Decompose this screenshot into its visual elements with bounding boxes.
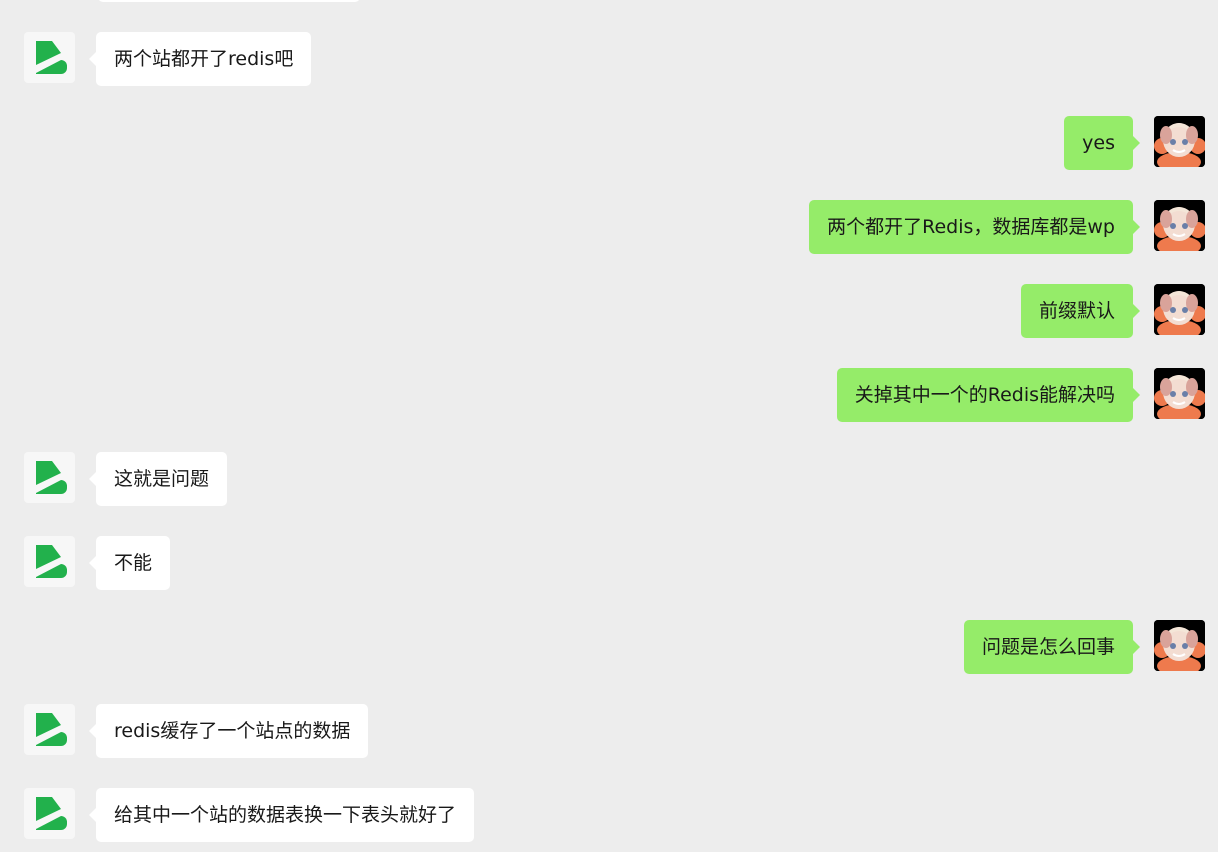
message-row-sent: 前缀默认 bbox=[0, 284, 1218, 338]
user-avatar[interactable] bbox=[1154, 116, 1205, 167]
message-row-sent: 问题是怎么回事 bbox=[0, 620, 1218, 674]
message-bubble[interactable]: 两个站都开了redis吧 bbox=[88, 32, 312, 86]
contact-avatar[interactable] bbox=[24, 452, 75, 503]
message-row-received: 不能 bbox=[0, 536, 1218, 590]
contact-avatar[interactable] bbox=[24, 536, 75, 587]
anime-avatar-icon bbox=[1154, 116, 1205, 167]
message-bubble[interactable]: 给其中一个站的数据表换一下表头就好了 bbox=[88, 788, 475, 842]
message-row-sent: yes bbox=[0, 116, 1218, 170]
anime-avatar-icon bbox=[1154, 368, 1205, 419]
b-logo-icon bbox=[36, 545, 67, 578]
b-logo-icon bbox=[36, 713, 67, 746]
message-bubble[interactable]: 前缀默认 bbox=[1020, 284, 1141, 338]
message-bubble[interactable]: 两个都开了Redis，数据库都是wp bbox=[809, 200, 1140, 254]
b-logo-icon bbox=[36, 41, 67, 74]
user-avatar[interactable] bbox=[1154, 368, 1205, 419]
contact-avatar[interactable] bbox=[24, 704, 75, 755]
message-row-sent: 两个都开了Redis，数据库都是wp bbox=[0, 200, 1218, 254]
anime-avatar-icon bbox=[1154, 200, 1205, 251]
message-bubble[interactable]: 不能 bbox=[88, 536, 171, 590]
user-avatar[interactable] bbox=[1154, 284, 1205, 335]
contact-avatar[interactable] bbox=[24, 32, 75, 83]
anime-avatar-icon bbox=[1154, 620, 1205, 671]
message-bubble[interactable]: 问题是怎么回事 bbox=[963, 620, 1141, 674]
anime-avatar-icon bbox=[1154, 284, 1205, 335]
message-row-received: 这就是问题 bbox=[0, 452, 1218, 506]
previous-message-bubble bbox=[98, 0, 360, 2]
user-avatar[interactable] bbox=[1154, 620, 1205, 671]
message-row-sent: 关掉其中一个的Redis能解决吗 bbox=[0, 368, 1218, 422]
message-row-received: redis缓存了一个站点的数据 bbox=[0, 704, 1218, 758]
message-bubble[interactable]: yes bbox=[1064, 116, 1140, 170]
message-bubble[interactable]: 这就是问题 bbox=[88, 452, 228, 506]
message-bubble[interactable]: redis缓存了一个站点的数据 bbox=[88, 704, 369, 758]
user-avatar[interactable] bbox=[1154, 200, 1205, 251]
message-row-received: 给其中一个站的数据表换一下表头就好了 bbox=[0, 788, 1218, 842]
b-logo-icon bbox=[36, 461, 67, 494]
contact-avatar[interactable] bbox=[24, 788, 75, 839]
message-bubble[interactable]: 关掉其中一个的Redis能解决吗 bbox=[836, 368, 1141, 422]
b-logo-icon bbox=[36, 797, 67, 830]
message-row-received: 两个站都开了redis吧 bbox=[0, 32, 1218, 86]
